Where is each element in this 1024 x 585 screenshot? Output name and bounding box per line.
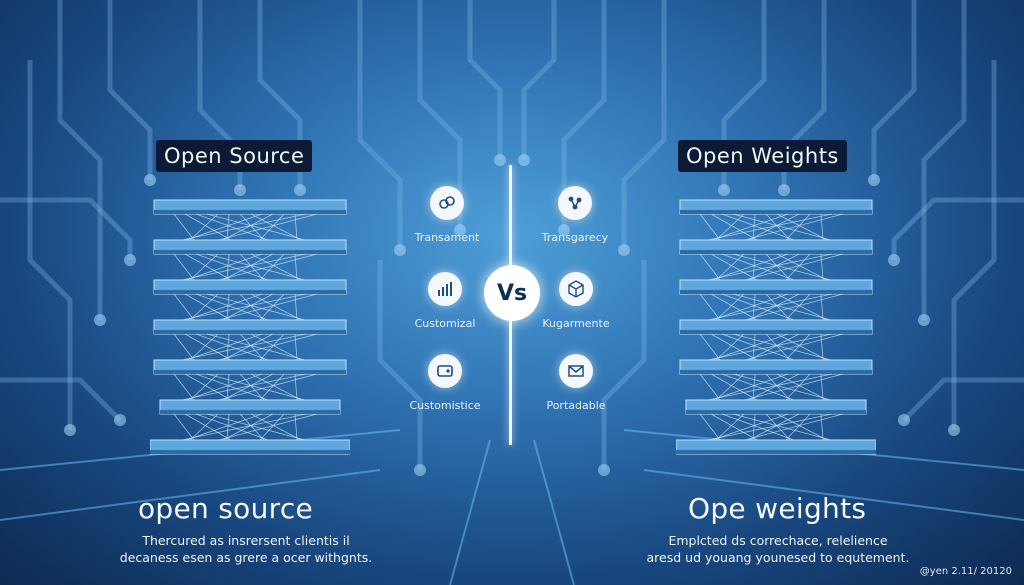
stack-mesh (173, 293, 318, 321)
feature-label: Customistice (409, 399, 481, 412)
stack-layer (679, 239, 873, 255)
feature-customistice: Customistice (400, 354, 490, 412)
open-source-layer-stack (150, 199, 350, 455)
description-line: Emplcted ds correchace, relelience (668, 533, 888, 548)
open-weights-layer-stack (676, 199, 876, 455)
molecule-icon (558, 186, 592, 220)
feature-portadable: Portadable (531, 354, 621, 412)
watermark: @yen 2.11/ 20120 (919, 566, 1012, 577)
stack-mesh (699, 253, 844, 281)
feature-label: Transament (414, 231, 480, 244)
stack-layer (685, 399, 867, 415)
bar-chart-icon (428, 272, 462, 306)
open-source-title: Open Source (156, 140, 313, 172)
stack-layer (153, 359, 347, 375)
description-line: Thercured as insrersent clientis il (142, 533, 350, 548)
stack-mesh (173, 213, 318, 241)
envelope-icon (559, 354, 593, 388)
stack-layer (153, 319, 347, 335)
stack-layer (679, 279, 873, 295)
stack-mesh (699, 293, 844, 321)
circuit-traces (0, 0, 1024, 476)
open-weights-description: Emplcted ds correchace, relelience aresd… (628, 532, 928, 566)
description-line: aresd ud youang younesed to equtement. (646, 550, 910, 565)
stack-mesh (699, 413, 844, 441)
open-source-heading: open source (138, 492, 314, 525)
stack-layer (676, 439, 876, 455)
stack-layer (679, 199, 873, 215)
open-weights-heading: Ope weights (688, 492, 867, 525)
stack-layer (153, 239, 347, 255)
stack-layer (153, 279, 347, 295)
stack-layer (159, 399, 341, 415)
stack-mesh (173, 413, 318, 441)
feature-customizal: Customizal (400, 272, 490, 330)
feature-transgarecy: Transgarecy (530, 186, 620, 244)
stack-mesh (699, 373, 844, 401)
description-line: decaness esen as grere a ocer withgnts. (119, 550, 373, 565)
stack-layer (679, 319, 873, 335)
feature-label: Customizal (414, 317, 476, 330)
stack-mesh (699, 333, 844, 361)
stack-layer (150, 439, 350, 455)
stack-mesh (699, 213, 844, 241)
wallet-icon (428, 354, 462, 388)
open-source-description: Thercured as insrersent clientis il deca… (96, 532, 396, 566)
stack-mesh (173, 373, 318, 401)
open-weights-title: Open Weights (678, 140, 847, 172)
feature-label: Kugarmente (542, 317, 610, 330)
cube-icon (559, 272, 593, 306)
feature-kugarmente: Kugarmente (531, 272, 621, 330)
stack-layer (679, 359, 873, 375)
vs-badge: Vs (484, 265, 540, 321)
stack-layer (153, 199, 347, 215)
feature-transament: Transament (402, 186, 492, 244)
feature-label: Portadable (546, 399, 606, 412)
stack-mesh (173, 253, 318, 281)
feature-label: Transgarecy (541, 231, 609, 244)
link-icon (430, 186, 464, 220)
stack-mesh (173, 333, 318, 361)
